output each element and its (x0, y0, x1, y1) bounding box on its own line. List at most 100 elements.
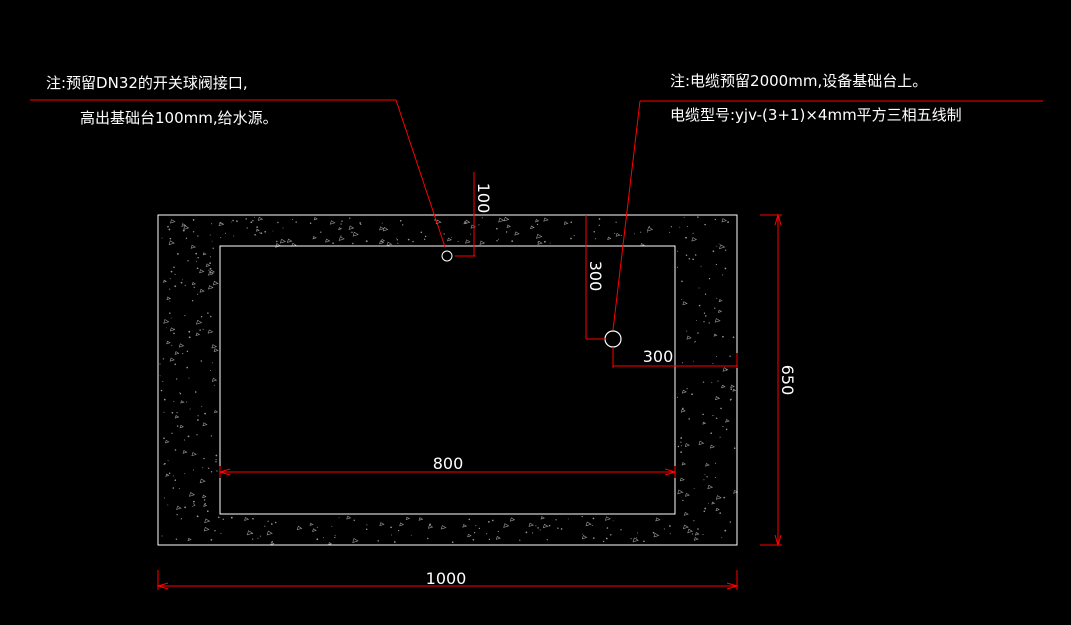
hatch-dot (264, 525, 266, 527)
hatch-dot (194, 391, 197, 393)
hatch-aggregate (352, 231, 359, 237)
hatch-aggregate (168, 240, 175, 246)
hatch-dot (694, 340, 696, 343)
hatch-dot (399, 219, 402, 222)
hatch-dot (277, 221, 279, 224)
hatch-dot (197, 419, 199, 421)
hatch-dot (193, 504, 196, 506)
hatch-dot (259, 535, 261, 537)
hatch-dot (723, 496, 726, 499)
hatch-dot (214, 530, 216, 532)
hatch-aggregate (732, 388, 737, 392)
hatch-dot (192, 469, 194, 471)
hatch-aggregate (203, 526, 210, 532)
hatch-dot (208, 269, 210, 271)
hatch-aggregate (447, 237, 452, 242)
hatch-dot (498, 238, 500, 240)
hatch-dot (259, 232, 261, 234)
hatch-dot (209, 262, 211, 264)
hatch-dot (703, 510, 706, 513)
hatch-dot (171, 411, 174, 414)
hatch-dot (478, 224, 480, 226)
hatch-aggregate (211, 377, 218, 382)
hatch-dot (174, 449, 177, 451)
hatch-aggregate (691, 237, 698, 242)
hatch-aggregate (542, 523, 549, 529)
hatch-dot (192, 506, 194, 508)
hatch-dot (496, 240, 498, 242)
hatch-dot (274, 521, 277, 524)
hatch-dot (681, 445, 682, 447)
hatch-dot (233, 235, 235, 237)
hatch-aggregate (682, 301, 688, 306)
hatch-dot (169, 278, 171, 280)
hatch-aggregate (296, 525, 303, 531)
hatch-aggregate (270, 541, 275, 546)
hatch-aggregate (463, 221, 468, 225)
hatch-dot (176, 412, 178, 414)
hatch-dot (245, 218, 247, 220)
hatch-dot (680, 437, 683, 439)
hatch-dot (722, 335, 724, 338)
hatch-aggregate (275, 243, 282, 248)
hatch-aggregate (187, 537, 192, 541)
hatch-dot (652, 531, 655, 534)
hatch-aggregate (191, 452, 197, 457)
hatch-dot (390, 534, 392, 536)
hatch-dot (729, 355, 731, 357)
hatch-aggregate (189, 492, 196, 497)
hatch-dot (175, 538, 178, 540)
hatch-dot (669, 231, 671, 233)
hatch-aggregate (174, 415, 180, 419)
hatch-aggregate (722, 367, 729, 372)
hatch-dot (216, 470, 218, 472)
hatch-aggregate (721, 218, 727, 223)
hatch-dot (174, 479, 177, 481)
hatch-dot (424, 235, 427, 238)
hatch-dot (697, 332, 699, 334)
hatch-aggregate (713, 333, 718, 337)
hatch-dot (161, 237, 163, 239)
hatch-dot (167, 460, 169, 462)
hatch-aggregate (653, 532, 660, 538)
hatch-dot (412, 240, 414, 243)
hatch-dot (397, 242, 399, 244)
hatch-dot (193, 503, 195, 505)
hatch-aggregate (325, 238, 331, 243)
hatch-dot (712, 415, 714, 417)
hatch-dot (196, 260, 197, 262)
hatch-aggregate (440, 525, 447, 530)
hatch-dot (686, 225, 688, 227)
inner-width-dimension (218, 466, 677, 478)
hatch-dot (181, 279, 183, 281)
water-note-line1: 注:预留DN32的开关球阀接口, (46, 74, 248, 92)
water-pipe-symbol (441, 250, 453, 262)
hatch-dot (475, 525, 477, 527)
hatch-dot (544, 240, 546, 243)
hatch-dot (614, 232, 616, 234)
hatch-dot (710, 432, 712, 434)
hatch-dot (231, 221, 232, 223)
hatch-dot (331, 525, 333, 527)
hatch-dot (197, 256, 199, 259)
hatch-aggregate (563, 221, 569, 225)
hatch-dot (497, 530, 499, 533)
hatch-dot (160, 389, 163, 392)
hatch-aggregate (685, 492, 690, 497)
hatch-aggregate (164, 439, 170, 444)
hatch-aggregate (702, 421, 707, 425)
hatch-aggregate (718, 299, 723, 303)
hatch-dot (393, 541, 396, 543)
hatch-dot (721, 537, 723, 539)
hatch-dot (704, 474, 706, 476)
hatch-dot (703, 312, 706, 314)
hatch-dot (610, 534, 612, 536)
hatch-dot (167, 225, 169, 228)
hatch-dot (179, 392, 182, 395)
hatch-dot (719, 436, 721, 438)
hatch-dot (643, 540, 645, 543)
hatch-dot (570, 221, 572, 224)
hatch-dot (334, 536, 336, 539)
hatch-dot (292, 218, 294, 220)
